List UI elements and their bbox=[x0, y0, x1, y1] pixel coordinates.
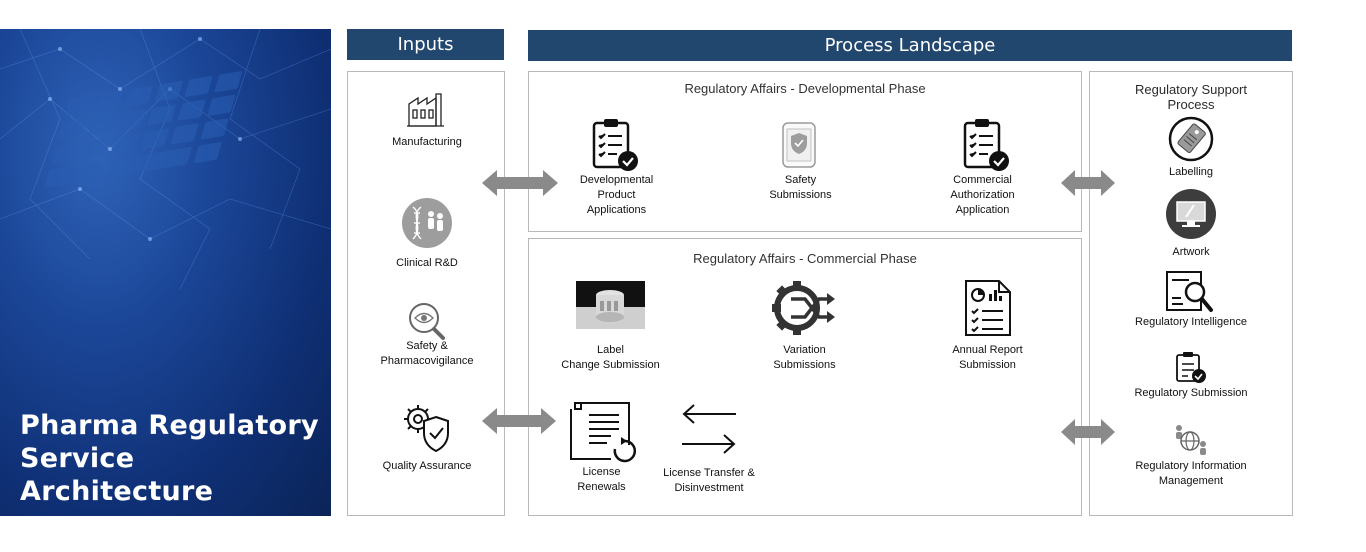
input-label-line2: Pharmacovigilance bbox=[380, 355, 474, 367]
hero-title: Pharma Regulatory Service Architecture bbox=[20, 409, 320, 508]
commercial-item-label-line2: Submissions bbox=[773, 359, 836, 371]
input-manufacturing: Manufacturing bbox=[348, 135, 506, 150]
dev-item-label-line1: Safety bbox=[784, 174, 817, 186]
swap-arrows-icon bbox=[682, 404, 736, 454]
clipboard-check-icon bbox=[592, 119, 638, 171]
process-landscape-header: Process Landscape bbox=[528, 30, 1292, 61]
commercial-phase-title: Regulatory Affairs - Commercial Phase bbox=[693, 251, 917, 266]
commercial-item-label-line2: Disinvestment bbox=[674, 482, 744, 494]
support-item-regulatory-submission: Regulatory Submission bbox=[1090, 386, 1292, 401]
commercial-item-label-line2: Change Submission bbox=[561, 359, 660, 371]
support-title-line1: Regulatory Support bbox=[1134, 82, 1247, 97]
dev-item-label-line2: Submissions bbox=[769, 189, 832, 201]
input-safety-pharmacovigilance: Safety & Pharmacovigilance bbox=[348, 339, 506, 369]
commercial-item-label-line1: Label bbox=[597, 344, 624, 356]
commercial-item-label-line1: Annual Report bbox=[952, 344, 1023, 356]
magnifier-eye-icon bbox=[409, 303, 445, 340]
tag-icon bbox=[1168, 116, 1214, 162]
report-chart-icon bbox=[965, 280, 1011, 336]
connector-double-arrow bbox=[482, 170, 558, 196]
support-title: Regulatory Support Process bbox=[1090, 82, 1292, 112]
commercial-item-label-line2: Submission bbox=[959, 359, 1016, 371]
support-item-regulatory-intelligence: Regulatory Intelligence bbox=[1090, 315, 1292, 330]
support-title-line2: Process bbox=[1167, 97, 1215, 112]
developmental-phase-panel: Regulatory Affairs - Developmental Phase… bbox=[528, 71, 1082, 232]
dev-item-commercial-authorization-application: Commercial Authorization Application bbox=[925, 173, 1040, 218]
commercial-item-label-line2: Renewals bbox=[577, 481, 626, 493]
hero-panel: Pharma Regulatory Service Architecture bbox=[0, 29, 331, 516]
dev-item-label-line1: Developmental bbox=[579, 174, 654, 186]
inputs-header: Inputs bbox=[347, 29, 504, 60]
connector-double-arrow bbox=[1061, 170, 1115, 196]
dev-phase-title: Regulatory Affairs - Developmental Phase bbox=[684, 81, 926, 96]
hero-title-line2: Service Architecture bbox=[20, 443, 214, 507]
support-item-regulatory-information-management: Regulatory Information Management bbox=[1090, 459, 1292, 489]
commercial-item-annual-report-submission: Annual Report Submission bbox=[930, 343, 1045, 373]
support-item-label: Artwork bbox=[1172, 246, 1210, 258]
support-item-label-line2: Management bbox=[1158, 475, 1224, 487]
document-refresh-icon bbox=[570, 402, 637, 463]
support-item-label: Regulatory Intelligence bbox=[1135, 316, 1247, 328]
dna-people-icon bbox=[402, 198, 452, 248]
dev-item-safety-submissions: Safety Submissions bbox=[743, 173, 858, 203]
dev-item-label-line2: Authorization bbox=[950, 189, 1015, 201]
commercial-item-label-line1: Variation bbox=[783, 344, 826, 356]
dev-item-developmental-product-applications: Developmental Product Applications bbox=[559, 173, 674, 218]
support-item-label-line1: Regulatory Information bbox=[1135, 460, 1247, 472]
connector-double-arrow bbox=[482, 408, 556, 434]
dev-item-label-line2: Product bbox=[597, 189, 636, 201]
connector-double-arrow bbox=[1061, 419, 1115, 445]
input-label-line1: Safety & bbox=[406, 340, 448, 352]
support-item-label: Regulatory Submission bbox=[1134, 387, 1248, 399]
commercial-item-label-change-submission: Label Change Submission bbox=[553, 343, 668, 373]
label-roll-icon bbox=[576, 281, 645, 329]
document-search-icon bbox=[1166, 271, 1213, 312]
circuit-keyboard-graphic bbox=[0, 29, 331, 290]
commercial-phase-panel: Regulatory Affairs - Commercial Phase La… bbox=[528, 238, 1082, 516]
commercial-item-label-line1: License bbox=[582, 466, 621, 478]
clipboard-check-icon bbox=[963, 119, 1009, 171]
dev-item-label-line3: Application bbox=[955, 204, 1010, 216]
support-item-label: Labelling bbox=[1168, 166, 1214, 178]
input-label: Manufacturing bbox=[392, 136, 462, 148]
support-item-labelling: Labelling bbox=[1090, 165, 1292, 180]
phone-shield-icon bbox=[782, 122, 816, 168]
gear-shield-icon bbox=[404, 405, 449, 453]
commercial-item-license-renewals: License Renewals bbox=[544, 465, 659, 495]
commercial-item-license-transfer-disinvestment: License Transfer & Disinvestment bbox=[649, 466, 769, 496]
commercial-item-label-line1: License Transfer & bbox=[663, 467, 755, 479]
input-label: Clinical R&D bbox=[396, 257, 458, 269]
dev-item-label-line1: Commercial bbox=[953, 174, 1012, 186]
input-quality-assurance: Quality Assurance bbox=[348, 459, 506, 474]
inputs-panel: Manufacturing Clinical R&D Safety & Phar… bbox=[347, 71, 505, 516]
commercial-item-variation-submissions: Variation Submissions bbox=[747, 343, 862, 373]
globe-people-icon bbox=[1176, 425, 1206, 455]
input-clinical-rnd: Clinical R&D bbox=[348, 256, 506, 271]
support-item-artwork: Artwork bbox=[1090, 245, 1292, 260]
gear-shuffle-icon bbox=[772, 281, 835, 335]
hero-title-line1: Pharma Regulatory bbox=[20, 410, 319, 441]
input-label: Quality Assurance bbox=[382, 460, 472, 472]
regulatory-support-panel: Regulatory Support Process Labelling Art… bbox=[1089, 71, 1293, 516]
dev-item-label-line3: Applications bbox=[586, 204, 647, 216]
monitor-pen-icon bbox=[1166, 189, 1216, 239]
factory-icon bbox=[407, 93, 444, 127]
clipboard-check-small-icon bbox=[1176, 352, 1206, 383]
